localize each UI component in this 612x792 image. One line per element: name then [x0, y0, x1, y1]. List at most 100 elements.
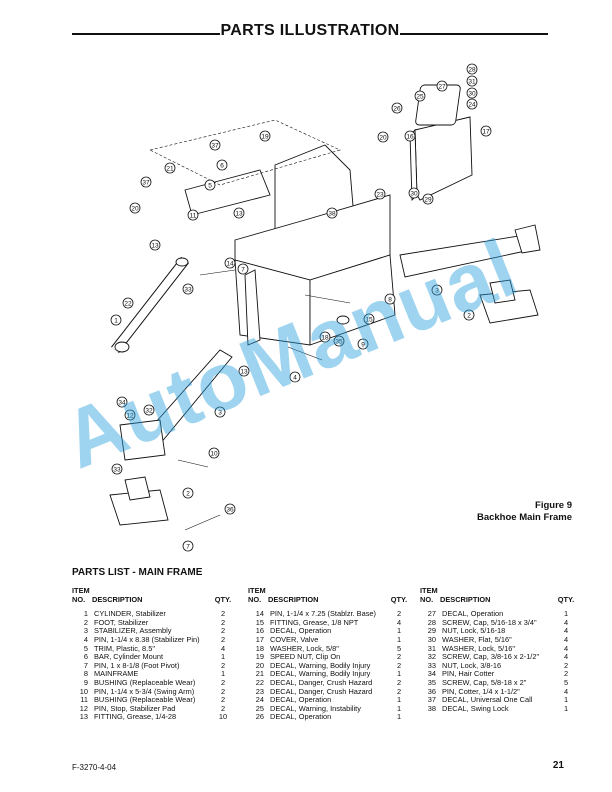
item-quantity: 2 [220, 695, 226, 705]
callout: 19 [259, 130, 271, 142]
item-quantity: 4 [563, 652, 569, 662]
callout: 36 [224, 503, 236, 515]
svg-text:13: 13 [151, 242, 159, 249]
item-description: PIN, 1 x 8-1/8 (Foot Pivot) [94, 660, 180, 670]
cylinder-mount-bar [149, 119, 341, 216]
header-rule-left [72, 33, 220, 35]
svg-text:37: 37 [211, 142, 219, 149]
item-quantity: 2 [396, 652, 402, 662]
svg-text:36: 36 [226, 506, 234, 513]
item-number: 6 [83, 652, 88, 662]
svg-text:21: 21 [166, 165, 174, 172]
item-quantity: 4 [563, 617, 569, 627]
callout: 13 [149, 239, 161, 251]
callout: 9 [357, 338, 369, 350]
item-description: NUT, Lock, 5/16-18 [442, 626, 506, 636]
callout: 23 [374, 188, 386, 200]
callout: 7 [182, 540, 194, 552]
svg-text:22: 22 [124, 300, 132, 307]
callout: 4 [289, 371, 301, 383]
svg-text:34: 34 [118, 399, 126, 406]
svg-text:15: 15 [365, 316, 373, 323]
figure-title: Backhoe Main Frame [476, 512, 572, 523]
callout: 33 [182, 283, 194, 295]
svg-text:33: 33 [113, 466, 121, 473]
callout: 24 [466, 98, 478, 110]
item-number: 33 [427, 660, 436, 670]
callout: 2 [463, 309, 475, 321]
item-quantity: 2 [396, 686, 402, 696]
item-description: WASHER, Flat, 5/16" [442, 634, 512, 644]
item-description: BUSHING (Replaceable Wear) [94, 695, 196, 705]
item-number: 1 [83, 609, 88, 619]
item-number: 2 [83, 617, 88, 627]
item-description: PIN, Stop, Stabilizer Pad [94, 703, 176, 713]
svg-text:20: 20 [131, 205, 139, 212]
callout: 35 [333, 335, 345, 347]
item-quantity: 1 [220, 652, 226, 662]
item-quantity: 1 [396, 712, 402, 722]
callout: 7 [237, 263, 249, 275]
callout: 34 [116, 396, 128, 408]
column-header-item: ITEM [72, 586, 90, 595]
frame-pivot-pin [304, 294, 351, 304]
svg-text:31: 31 [468, 78, 476, 85]
column-header-row: NO. DESCRIPTION QTY. [72, 594, 232, 604]
item-description: DECAL, Danger, Crush Hazard [270, 677, 373, 687]
item-quantity: 2 [220, 660, 226, 670]
item-number: 14 [255, 609, 264, 619]
item-quantity: 1 [396, 626, 402, 636]
callout: 13 [233, 207, 245, 219]
item-quantity: 4 [563, 686, 569, 696]
item-description: DECAL, Operation [270, 695, 332, 705]
svg-text:5: 5 [208, 182, 212, 189]
callout: 29 [422, 193, 434, 205]
svg-text:37: 37 [142, 179, 150, 186]
item-number: 17 [255, 634, 264, 644]
stabilizer-foot-right [479, 279, 539, 324]
item-number: 32 [427, 652, 436, 662]
item-description: NUT, Lock, 3/8-16 [442, 660, 502, 670]
item-number: 11 [80, 695, 88, 705]
callout: 30 [408, 187, 420, 199]
item-description: PIN, Cotter, 1/4 x 1-1/2" [442, 686, 520, 696]
callout: 10 [208, 447, 220, 459]
callout: 17 [480, 125, 492, 137]
item-number: 35 [427, 677, 436, 687]
item-number: 38 [427, 703, 436, 713]
item-quantity: 10 [218, 712, 228, 722]
item-description: PIN, Hair Cotter [442, 669, 495, 679]
page-number: 21 [552, 760, 564, 771]
callout: 26 [391, 102, 403, 114]
svg-text:10: 10 [210, 450, 218, 457]
item-quantity: 2 [396, 609, 402, 619]
item-quantity: 2 [396, 660, 402, 670]
item-quantity: 4 [396, 617, 402, 627]
item-quantity: 1 [396, 669, 402, 679]
callout: 5 [204, 179, 216, 191]
callout: 15 [363, 313, 375, 325]
item-number: 36 [427, 686, 436, 696]
svg-text:19: 19 [261, 133, 269, 140]
callout: 31 [466, 75, 478, 87]
